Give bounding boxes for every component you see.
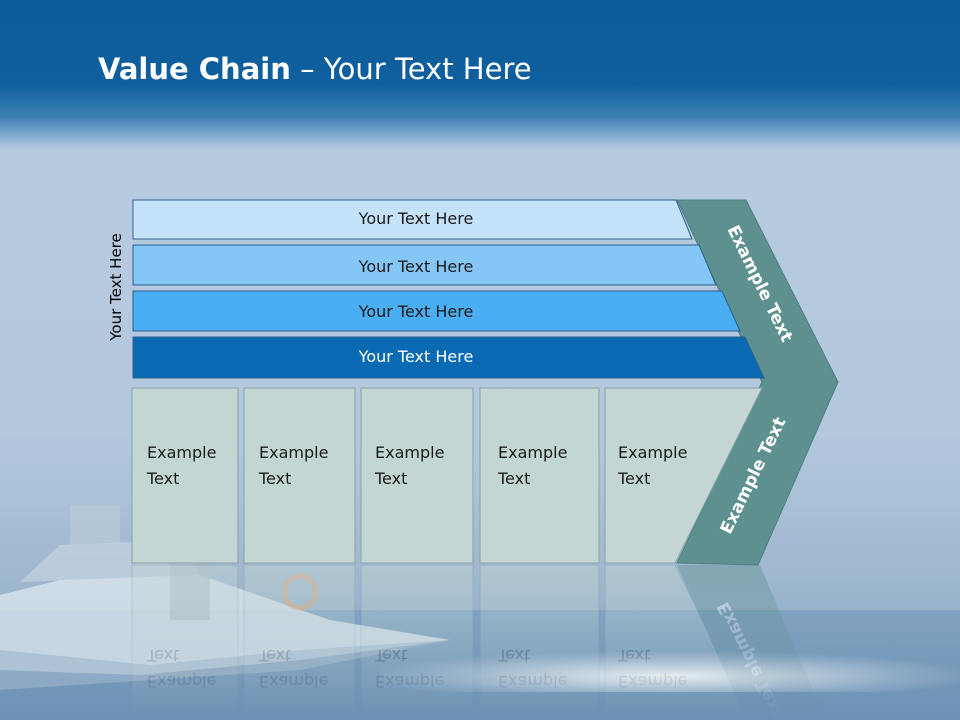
primary-box-3-line1: Example [375, 443, 444, 462]
primary-box-5-line2: Text [617, 469, 650, 488]
primary-box-5-line1: Example [618, 443, 687, 462]
margin-chevron [676, 199, 839, 566]
primary-box-2 [243, 387, 356, 564]
title-rest: – Your Text Here [290, 52, 532, 86]
svg-text:Text: Text [617, 646, 650, 665]
slide-title: Value Chain – Your Text Here [98, 52, 532, 86]
support-band-2-label: Your Text Here [358, 257, 474, 276]
primary-box-2-line2: Text [258, 469, 291, 488]
primary-box-3-line2: Text [374, 469, 407, 488]
svg-text:Text: Text [146, 646, 179, 665]
svg-text:Example: Example [147, 672, 216, 691]
support-band-3-label: Your Text Here [358, 302, 474, 321]
support-band-3 [132, 290, 741, 332]
support-band-1 [132, 199, 693, 240]
primary-box-1-line2: Text [146, 469, 179, 488]
svg-text:Text: Text [258, 646, 291, 665]
svg-text:Example: Example [498, 672, 567, 691]
svg-text:Text: Text [374, 646, 407, 665]
primary-box-1-line1: Example [147, 443, 216, 462]
primary-box-4-line1: Example [498, 443, 567, 462]
primary-box-4-line2: Text [497, 469, 530, 488]
header-bar [0, 0, 960, 150]
svg-text:Text: Text [497, 646, 530, 665]
primary-box-3 [360, 387, 474, 564]
svg-text:Example: Example [375, 672, 444, 691]
primary-box-5 [604, 387, 763, 564]
primary-box-2-line1: Example [259, 443, 328, 462]
support-band-4 [132, 336, 765, 379]
support-band-4-label: Your Text Here [358, 347, 474, 366]
primary-box-1 [131, 387, 239, 564]
support-band-2 [132, 244, 717, 286]
support-band-1-label: Your Text Here [358, 209, 474, 228]
reflection: Example Text Example Text Example Text Exam… [131, 564, 826, 720]
primary-box-4 [479, 387, 600, 564]
svg-text:Example: Example [259, 672, 328, 691]
title-bold: Value Chain [98, 52, 291, 86]
svg-text:Example: Example [618, 672, 687, 691]
